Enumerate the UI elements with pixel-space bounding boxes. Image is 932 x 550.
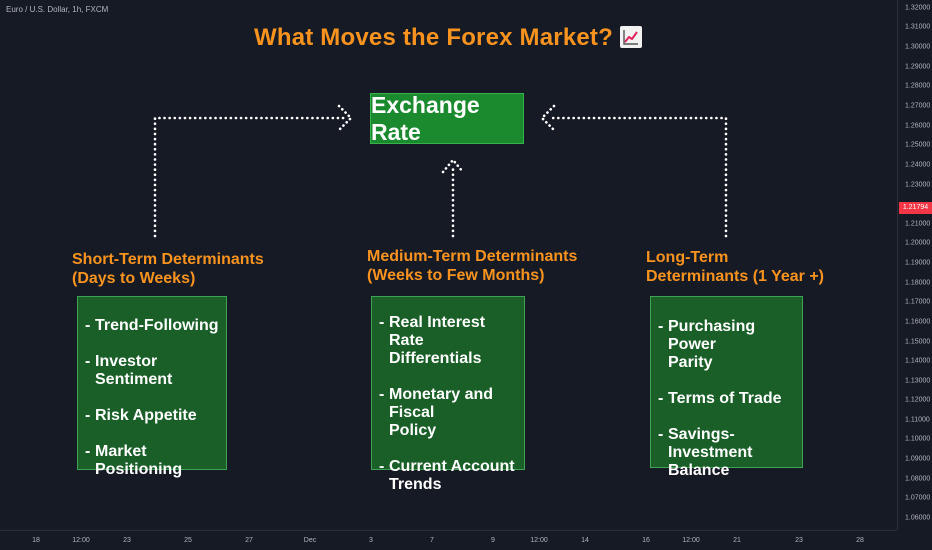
current-price-badge: 1.21794: [899, 202, 932, 214]
arrowhead-up-icon: [441, 157, 465, 174]
time-tick: 27: [245, 537, 253, 544]
time-tick: 25: [184, 537, 192, 544]
price-tick: 1.23000: [905, 181, 931, 189]
diagram-title: What Moves the Forex Market?: [0, 24, 897, 52]
price-tick: 1.30000: [905, 43, 931, 51]
arrowhead-left-icon: [337, 104, 353, 132]
time-tick: 23: [795, 537, 803, 544]
long-term-heading: Long-Term Determinants (1 Year +): [646, 249, 825, 285]
medium-term-box: - Real Interest Rate Differentials - Mon…: [371, 296, 525, 493]
list-item: - Monetary and Fiscal Policy: [379, 386, 494, 439]
price-tick: 1.24000: [905, 161, 931, 169]
price-tick: 1.13000: [905, 377, 931, 385]
price-tick: 1.15000: [905, 338, 931, 346]
price-tick: 1.07000: [905, 494, 931, 502]
time-tick: 14: [581, 537, 589, 544]
time-tick: 12:00: [530, 537, 548, 544]
exchange-rate-node: Exchange Rate: [370, 92, 524, 145]
symbol-label: Euro / U.S. Dollar, 1h, FXCM: [6, 5, 109, 14]
list-item: - Savings-Investment Balance: [658, 426, 753, 479]
long-term-connector: [547, 116, 728, 238]
arrowhead-right-icon: [540, 104, 556, 132]
time-tick: 7: [430, 537, 434, 544]
short-term-box: -Trend-Following -Investor Sentiment -Ri…: [77, 296, 227, 478]
price-tick: 1.11000: [905, 416, 930, 424]
list-item: -Market Positioning: [85, 443, 183, 478]
price-tick: 1.08000: [905, 475, 931, 483]
connector-arrows: [153, 104, 728, 238]
list-item: -Investor Sentiment: [85, 353, 173, 388]
diagram-title-text: What Moves the Forex Market?: [253, 24, 613, 51]
time-tick: 12:00: [682, 537, 700, 544]
price-tick: 1.25000: [905, 141, 931, 149]
price-tick: 1.29000: [905, 63, 931, 71]
time-tick: Dec: [303, 537, 317, 544]
price-tick: 1.18000: [905, 279, 931, 287]
time-tick: 12:00: [72, 537, 90, 544]
price-tick: 1.19000: [905, 259, 931, 267]
list-item: -Risk Appetite: [85, 407, 197, 424]
price-tick: 1.06000: [905, 514, 931, 522]
short-term-heading: Short-Term Determinants (Days to Weeks): [72, 251, 264, 287]
time-tick: 3: [369, 537, 373, 544]
list-item: - Real Interest Rate Differentials: [379, 314, 486, 367]
price-tick: 1.20000: [905, 239, 931, 247]
time-axis[interactable]: 18 12:00 23 25 27 Dec 3 7 9 12:00 14 16 …: [0, 530, 897, 550]
time-tick: 21: [733, 537, 741, 544]
short-term-connector: [153, 116, 346, 238]
price-tick: 1.09000: [905, 455, 931, 463]
time-tick: 18: [32, 537, 40, 544]
price-tick: 1.27000: [905, 102, 931, 110]
time-tick: 23: [123, 537, 131, 544]
list-item: - Purchasing Power Parity: [658, 318, 756, 371]
price-tick: 1.17000: [905, 298, 931, 306]
price-axis[interactable]: 1.32000 1.31000 1.30000 1.29000 1.28000 …: [897, 0, 932, 530]
price-tick: 1.14000: [905, 357, 931, 365]
price-tick: 1.10000: [905, 435, 931, 443]
long-term-box: - Purchasing Power Parity - Terms of Tra…: [650, 296, 803, 479]
price-tick: 1.16000: [905, 318, 931, 326]
time-tick: 9: [491, 537, 495, 544]
list-item: -Trend-Following: [85, 317, 219, 334]
chart-increasing-icon: [620, 25, 642, 48]
list-item: - Current Account Trends: [379, 458, 515, 493]
price-tick: 1.12000: [905, 396, 931, 404]
price-tick: 1.26000: [905, 122, 931, 130]
price-tick: 1.21000: [905, 220, 931, 228]
price-tick: 1.28000: [905, 82, 931, 90]
time-tick: 28: [856, 537, 864, 544]
list-item: - Terms of Trade: [658, 390, 782, 407]
price-tick: 1.32000: [905, 4, 931, 12]
medium-term-heading: Medium-Term Determinants (Weeks to Few M…: [367, 248, 578, 284]
price-tick: 1.31000: [905, 23, 931, 31]
time-tick: 16: [642, 537, 650, 544]
